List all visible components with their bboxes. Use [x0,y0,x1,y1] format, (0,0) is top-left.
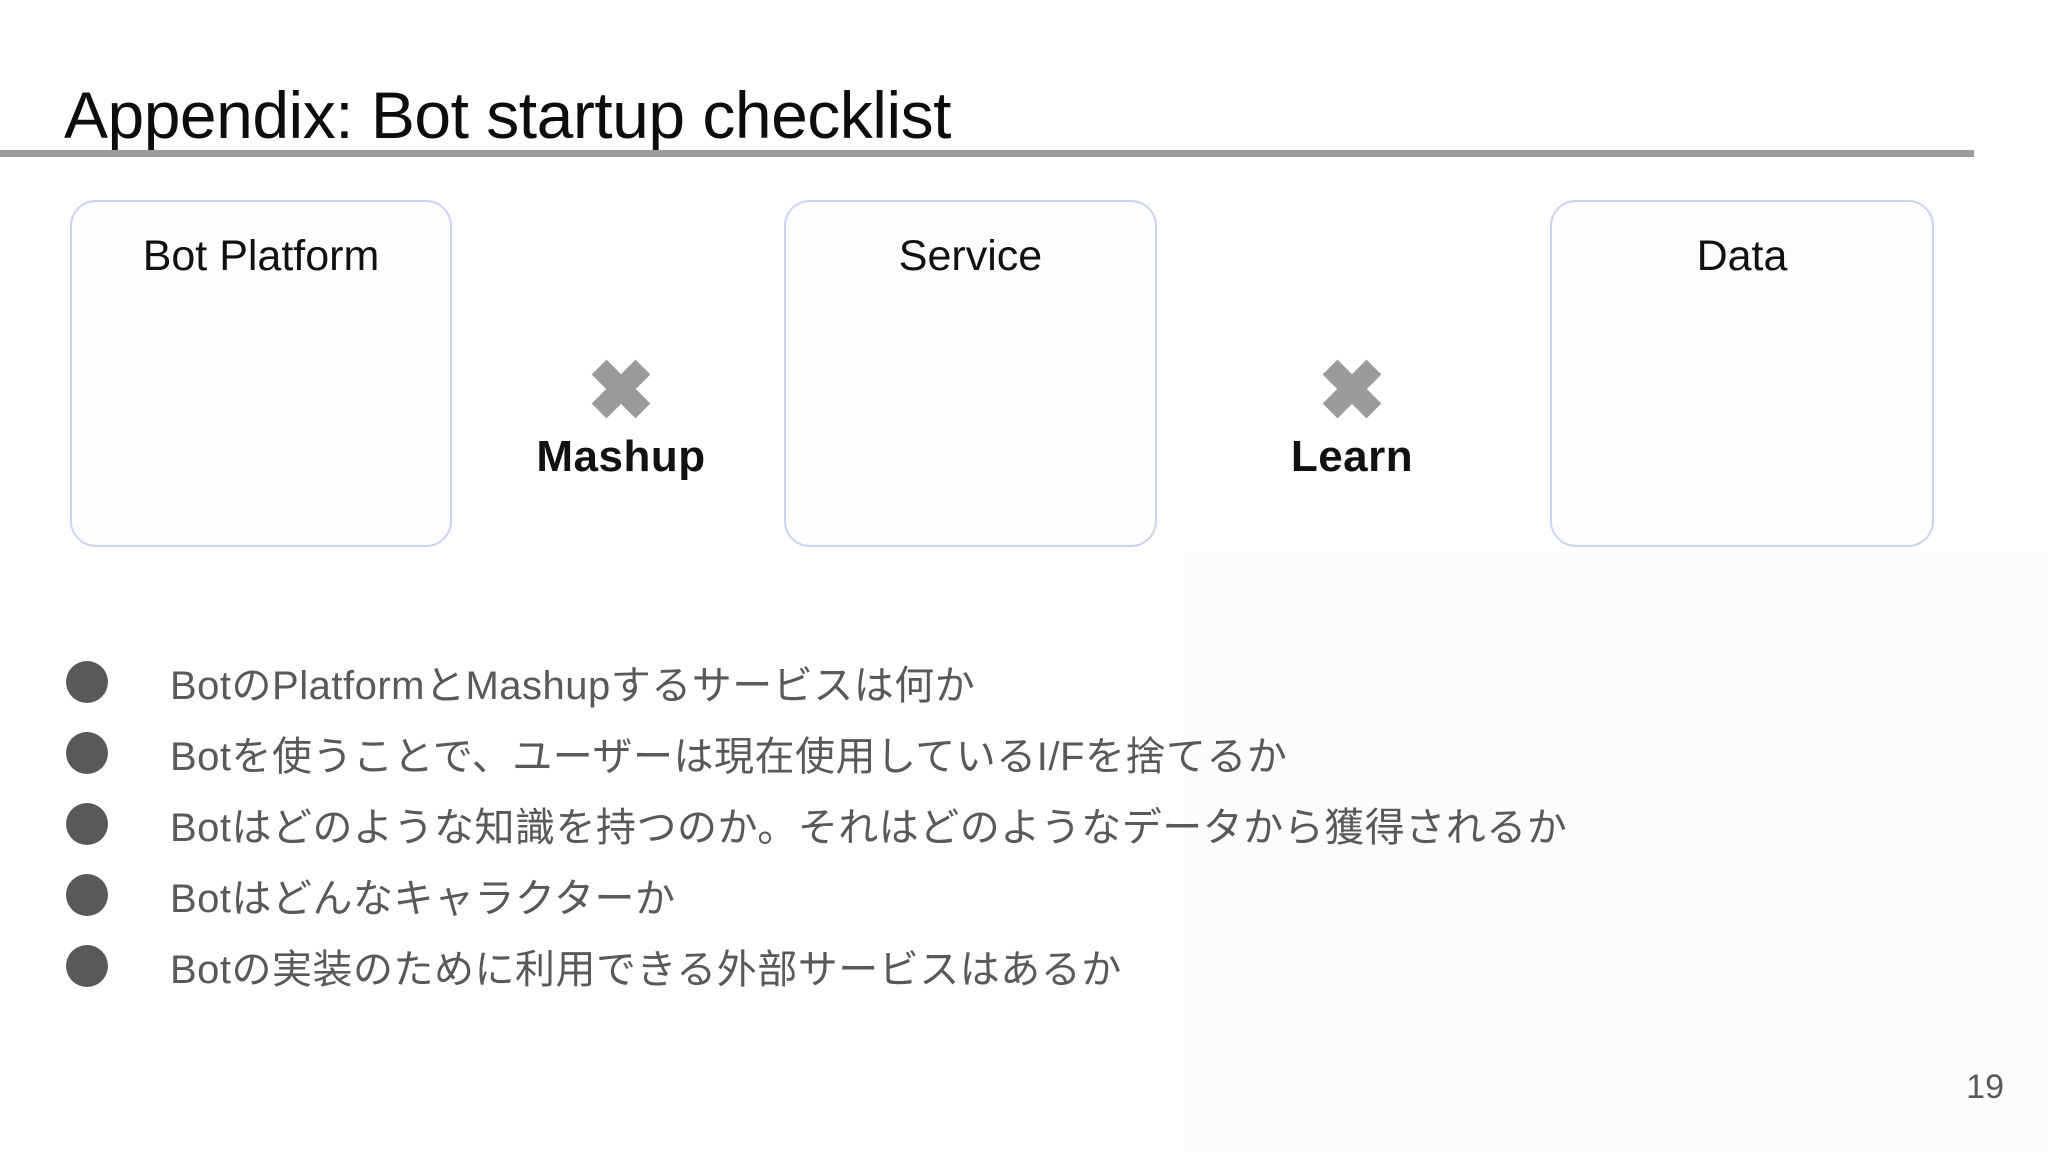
list-item-text: BotのPlatformとMashupするサービスは何か [170,663,976,708]
slide-title: Appendix: Bot startup checklist [64,78,951,153]
heavy-x-icon [591,359,651,419]
box-label: Data [1696,232,1788,280]
filled-circle-bullet-icon [66,731,108,774]
operator-learn: Learn [1199,359,1505,482]
list-item-text: Botはどんなキャラクターか [170,876,676,921]
list-item: Botの実装のために利用できる外部サービスはあるか [64,930,1968,1001]
list-item: BotのPlatformとMashupするサービスは何か [64,646,1968,717]
list-item-text: Botはどのような知識を持つのか。それはどのようなデータから獲得されるか [170,805,1568,850]
filled-circle-bullet-icon [66,873,108,916]
operator-label: Mashup [536,432,706,481]
operator-label: Learn [1290,432,1414,481]
diagram-box-bot-platform: Bot Platform [70,200,452,547]
list-item-text: Botを使うことで、ユーザーは現在使用しているI/Fを捨てるか [170,734,1288,779]
page-number: 19 [1966,1068,2004,1106]
list-item: Botはどのような知識を持つのか。それはどのようなデータから獲得されるか [64,788,1968,859]
filled-circle-bullet-icon [66,660,108,703]
filled-circle-bullet-icon [66,802,108,845]
filled-circle-bullet-icon [66,944,108,987]
list-item: Botはどんなキャラクターか [64,859,1968,930]
list-item: Botを使うことで、ユーザーは現在使用しているI/Fを捨てるか [64,717,1968,788]
heavy-x-icon [1322,359,1382,419]
checklist: BotのPlatformとMashupするサービスは何か Botを使うことで、ユ… [64,646,1968,1001]
box-label: Service [898,232,1043,280]
diagram-box-data: Data [1550,200,1934,547]
title-divider [0,150,1974,157]
diagram-box-service: Service [784,200,1157,547]
box-label: Bot Platform [142,232,380,280]
list-item-text: Botの実装のために利用できる外部サービスはあるか [170,947,1122,992]
operator-mashup: Mashup [468,359,774,482]
